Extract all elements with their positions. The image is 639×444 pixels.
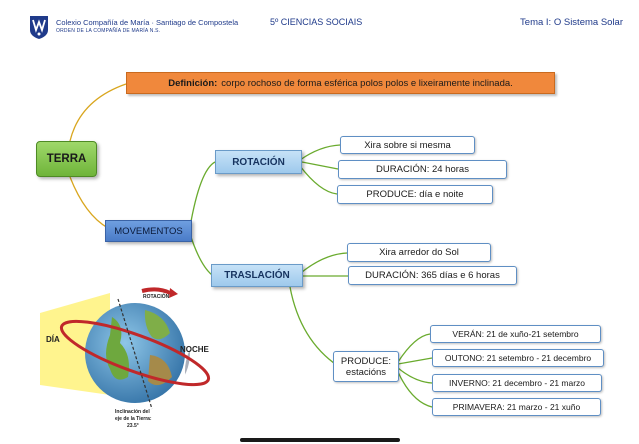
season-item: PRIMAVERA: 21 marzo - 21 xuño xyxy=(432,398,601,416)
translation-item: DURACIÓN: 365 días e 6 horas xyxy=(348,266,517,285)
orbit-ring xyxy=(59,319,211,387)
home-indicator[interactable] xyxy=(240,438,400,442)
movements-node: MOVEMENTOS xyxy=(105,220,192,242)
season-item: INVERNO: 21 decembro - 21 marzo xyxy=(432,374,602,392)
translation-item: Xira arredor do Sol xyxy=(347,243,491,262)
axis-caption-line: Inclinación del xyxy=(115,409,150,415)
school-logo-icon xyxy=(30,16,48,39)
topic-title: Tema I: O Sistema Solar xyxy=(520,17,623,28)
earth-axis xyxy=(117,298,153,410)
seasons-label: estacións xyxy=(345,366,387,378)
rotation-caption: ROTACIÓN xyxy=(143,292,170,300)
rotation-arrow-icon xyxy=(141,287,171,295)
night-label: NOCHE xyxy=(180,345,210,354)
produce-label: PRODUCE: xyxy=(340,355,392,367)
day-label: DÍA xyxy=(46,335,60,344)
course-title: 5º CIENCIAS SOCIAIS xyxy=(270,17,363,27)
school-order-line: ORDEN DE LA COMPAÑÍA DE MARÍA N.S. xyxy=(56,28,161,34)
produce-seasons-node: PRODUCE: estacións xyxy=(333,351,399,382)
definition-label: Definición: xyxy=(168,77,218,89)
axis-caption-line: 23.5° xyxy=(127,423,139,429)
rotation-node: ROTACIÓN xyxy=(215,150,302,174)
rotation-item: Xira sobre si mesma xyxy=(340,136,475,154)
definition-text: corpo rochoso de forma esférica polos po… xyxy=(221,77,513,89)
page-header: Colexio Compañía de María · Santiago de … xyxy=(0,0,639,44)
definition-box: Definición: corpo rochoso de forma esfér… xyxy=(126,72,555,94)
season-item: VERÁN: 21 de xuño-21 setembro xyxy=(430,325,601,343)
translation-node: TRASLACIÓN xyxy=(211,264,303,287)
axis-caption-line: eje de la Tierra: xyxy=(115,416,152,422)
school-name: Colexio Compañía de María · Santiago de … xyxy=(56,18,238,36)
rotation-item: PRODUCE: día e noite xyxy=(337,185,493,204)
rotation-item: DURACIÓN: 24 horas xyxy=(338,160,507,179)
season-item: OUTONO: 21 setembro - 21 decembro xyxy=(432,349,604,367)
root-node-terra: TERRA xyxy=(36,141,97,177)
earth-rotation-illustration: ROTACIÓN DÍA NOCHE Inclinación del eje d… xyxy=(40,287,211,429)
school-name-line: Colexio Compañía de María · Santiago de … xyxy=(56,18,239,27)
